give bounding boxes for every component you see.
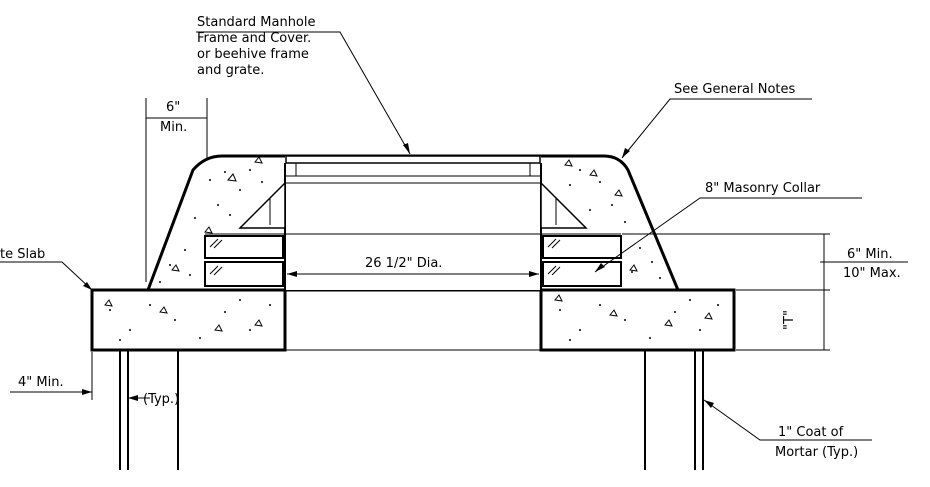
slab-leader: [0, 261, 93, 291]
slab-arrowhead: [83, 282, 92, 290]
callout-frame-cover: Standard Manhole Frame and Cover. or bee…: [196, 15, 411, 155]
masonry-bricks: [204, 235, 622, 287]
general-notes-arrowhead: [622, 148, 630, 158]
typ-arrow: [128, 395, 138, 401]
frame-opening-fill: [285, 156, 541, 290]
diameter-label: 26 1/2" Dia.: [365, 256, 442, 271]
dim-six-min-top: 6" Min.: [145, 98, 208, 282]
four-min-label: 4" Min.: [18, 375, 64, 390]
four-min-arrow: [82, 389, 92, 395]
dim-collar-height: 6" Min. 10" Max.: [622, 233, 908, 291]
concrete-texture: [104, 156, 719, 341]
thickness-label: "T": [782, 310, 797, 330]
dim-slab-thickness: "T": [736, 290, 830, 351]
mortar-line-2: Mortar (Typ.): [775, 445, 858, 460]
frame-cover-line-2: Frame and Cover.: [197, 31, 311, 46]
frame-cover-leader: [196, 31, 411, 155]
manhole-cover: [285, 155, 541, 164]
general-notes-label: See General Notes: [674, 82, 796, 97]
dim-six-min-top-value: 6": [166, 100, 180, 115]
aggregate-triangles: [104, 156, 713, 332]
slab-right-block: [539, 288, 736, 352]
diameter-arrow-left: [287, 271, 297, 277]
frame-left-flange: [238, 181, 286, 229]
frame-cover-line-3: or beehive frame: [197, 47, 309, 62]
typ-label: (Typ.): [143, 392, 179, 407]
brick-hatching: [209, 238, 561, 276]
masonry-collar-leader: [594, 197, 862, 273]
masonry-collar-label: 8" Masonry Collar: [705, 181, 821, 196]
callout-typ: (Typ.): [128, 392, 179, 407]
callout-mortar: 1" Coat of Mortar (Typ.): [703, 399, 872, 460]
frame-right-flange: [540, 181, 588, 229]
callout-slab: te Slab: [0, 247, 93, 291]
brick-right-lower: [542, 261, 622, 287]
slab-label: te Slab: [0, 247, 45, 262]
mortar-arrowhead: [704, 400, 714, 408]
aggregate-specks: [109, 169, 719, 341]
ten-max-side-label: 10" Max.: [843, 266, 901, 281]
six-min-side-label: 6" Min.: [847, 247, 893, 262]
frame-cover-arrowhead: [403, 143, 410, 154]
mortar-line-1: 1" Coat of: [778, 425, 844, 440]
brick-left-lower: [204, 261, 284, 287]
callout-masonry-collar: 8" Masonry Collar: [594, 181, 862, 273]
diameter-arrow-right: [529, 271, 539, 277]
mortar-leader: [703, 399, 872, 441]
riser-walls: [119, 350, 704, 470]
manhole-frame: [205, 155, 621, 290]
frame-cover-line-4: and grate.: [197, 63, 264, 78]
dim-four-min: 4" Min.: [10, 352, 93, 400]
brick-left-upper: [204, 235, 284, 259]
brick-right-upper: [542, 235, 622, 259]
frame-cover-line-1: Standard Manhole: [197, 15, 316, 30]
concrete-slab: [90, 288, 736, 352]
general-notes-leader: [621, 98, 812, 159]
dim-six-min-top-label: Min.: [160, 120, 187, 135]
dim-diameter: 26 1/2" Dia.: [287, 256, 539, 277]
callout-general-notes: See General Notes: [621, 82, 812, 159]
masonry-collar-arrowhead: [595, 263, 605, 272]
slab-left-block: [90, 288, 287, 352]
